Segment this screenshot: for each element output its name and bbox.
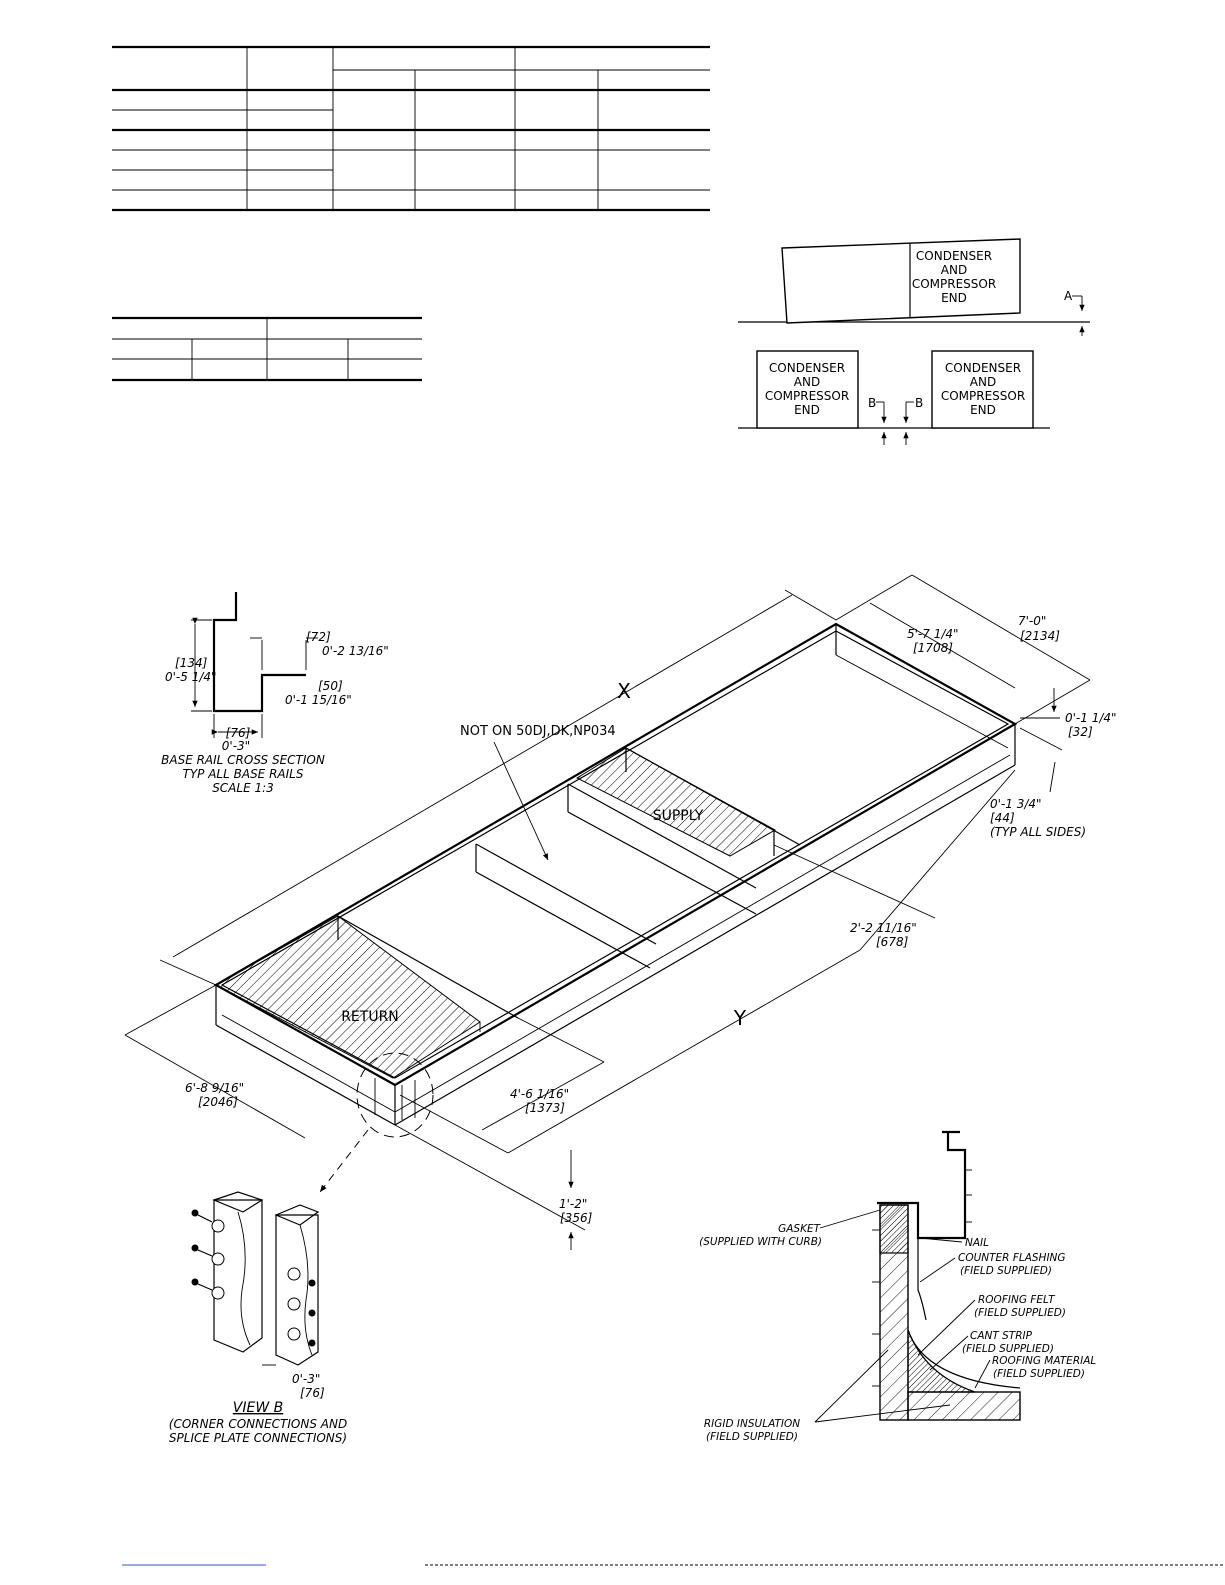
dim-32: [32] bbox=[1068, 725, 1093, 739]
x-dimension-label: X bbox=[617, 679, 631, 703]
cant-strip-note: (FIELD SUPPLIED) bbox=[962, 1343, 1054, 1355]
svg-text:COMPRESSOR: COMPRESSOR bbox=[765, 389, 849, 403]
counter-flashing-label: COUNTER FLASHING bbox=[958, 1252, 1066, 1264]
rail-height-mm: [134] bbox=[175, 656, 208, 670]
view-b-dim-3: 0'-3" bbox=[292, 1372, 320, 1386]
return-opening bbox=[214, 915, 481, 1079]
y-dimension-label: Y bbox=[733, 1006, 747, 1030]
svg-text:COMPRESSOR: COMPRESSOR bbox=[912, 277, 996, 291]
roofing-material-label: ROOFING MATERIAL bbox=[992, 1355, 1096, 1367]
svg-text:CONDENSER: CONDENSER bbox=[945, 361, 1021, 375]
supply-opening bbox=[575, 747, 777, 857]
dim-2134: [2134] bbox=[1020, 629, 1060, 643]
rail-50-mm: [50] bbox=[318, 679, 343, 693]
svg-text:END: END bbox=[794, 403, 820, 417]
slope-table bbox=[112, 316, 422, 382]
roof-curb-isometric: NOT ON 50DJ,DK,NP034 SUPPLY RETURN X Y 7… bbox=[124, 574, 1117, 1250]
dim-1-2: 1'-2" bbox=[559, 1197, 587, 1211]
return-label: RETURN bbox=[341, 1009, 399, 1025]
view-b-dim-76: [76] bbox=[300, 1386, 325, 1400]
base-rail-caption-3: SCALE 1:3 bbox=[212, 781, 274, 795]
svg-text:AND: AND bbox=[941, 263, 967, 277]
svg-text:CONDENSER: CONDENSER bbox=[916, 249, 992, 263]
rail-50-ft: 0'-1 15/16" bbox=[285, 693, 352, 707]
bolt-icon bbox=[191, 1209, 316, 1347]
dim-2046: [2046] bbox=[198, 1095, 238, 1109]
top-box-label: CONDENSER AND COMPRESSOR END bbox=[912, 249, 996, 305]
base-rail-cross-section: [134] 0'-5 1/4" [72] 0'-2 13/16" [50] 0'… bbox=[161, 592, 389, 795]
gasket-label: GASKET bbox=[778, 1223, 822, 1235]
svg-text:COMPRESSOR: COMPRESSOR bbox=[941, 389, 1025, 403]
dim-678: [678] bbox=[876, 935, 909, 949]
dim-356: [356] bbox=[560, 1211, 593, 1225]
roofing-felt-note: (FIELD SUPPLIED) bbox=[974, 1307, 1066, 1319]
dim-b-right-label: B bbox=[915, 396, 923, 410]
typ-all-sides: (TYP ALL SIDES) bbox=[990, 825, 1086, 839]
dim-b-left-label: B bbox=[868, 396, 876, 410]
roofing-material-note: (FIELD SUPPLIED) bbox=[993, 1368, 1085, 1380]
dim-a-label: A bbox=[1064, 289, 1073, 303]
left-box-label: CONDENSER AND COMPRESSOR END bbox=[765, 361, 849, 417]
dim-1708: [1708] bbox=[913, 641, 953, 655]
rigid-insulation-label: RIGID INSULATION bbox=[704, 1418, 800, 1430]
view-b-detail: 0'-3" [76] VIEW B (CORNER CONNECTIONS AN… bbox=[169, 1191, 347, 1445]
dim-0-1-1-4: 0'-1 1/4" bbox=[1065, 711, 1117, 725]
right-box-label: CONDENSER AND COMPRESSOR END bbox=[941, 361, 1025, 417]
dim-2-2: 2'-2 11/16" bbox=[850, 921, 917, 935]
nail-label: NAIL bbox=[965, 1237, 989, 1249]
dim-7-0: 7'-0" bbox=[1018, 614, 1046, 628]
dim-0-1-3-4: 0'-1 3/4" bbox=[990, 797, 1042, 811]
dim-6-8: 6'-8 9/16" bbox=[185, 1081, 244, 1095]
view-b-title: VIEW B bbox=[233, 1400, 283, 1416]
curb-dimension-table bbox=[112, 45, 710, 212]
cant-strip-label: CANT STRIP bbox=[970, 1330, 1033, 1342]
view-b-caption-1: (CORNER CONNECTIONS AND bbox=[169, 1417, 347, 1431]
svg-text:END: END bbox=[941, 291, 967, 305]
roofing-felt-label: ROOFING FELT bbox=[978, 1294, 1056, 1306]
rail-72-mm: [72] bbox=[306, 630, 331, 644]
rail-72-ft: 0'-2 13/16" bbox=[322, 644, 389, 658]
unit-slope-diagram: CONDENSER AND COMPRESSOR END A CONDENSER… bbox=[738, 238, 1090, 445]
svg-text:END: END bbox=[970, 403, 996, 417]
view-b-caption-2: SPLICE PLATE CONNECTIONS) bbox=[169, 1431, 347, 1445]
counter-flashing-note: (FIELD SUPPLIED) bbox=[960, 1265, 1052, 1277]
base-rail-caption-2: TYP ALL BASE RAILS bbox=[183, 767, 304, 781]
dim-44: [44] bbox=[990, 811, 1015, 825]
svg-text:AND: AND bbox=[794, 375, 820, 389]
dim-4-6: 4'-6 1/16" bbox=[510, 1087, 569, 1101]
dim-5-7: 5'-7 1/4" bbox=[907, 627, 959, 641]
base-rail-caption-1: BASE RAIL CROSS SECTION bbox=[161, 753, 325, 767]
svg-text:CONDENSER: CONDENSER bbox=[769, 361, 845, 375]
dim-1373: [1373] bbox=[525, 1101, 565, 1115]
flashing-detail: GASKET (SUPPLIED WITH CURB) NAIL COUNTER… bbox=[699, 1130, 1096, 1443]
supply-label: SUPPLY bbox=[653, 808, 704, 824]
not-on-note: NOT ON 50DJ,DK,NP034 bbox=[460, 724, 616, 739]
gasket-note: (SUPPLIED WITH CURB) bbox=[699, 1236, 822, 1248]
rigid-insulation-note: (FIELD SUPPLIED) bbox=[706, 1431, 798, 1443]
rail-76-ft: 0'-3" bbox=[222, 739, 250, 753]
rail-76-mm: [76] bbox=[226, 726, 251, 740]
rail-height-ft: 0'-5 1/4" bbox=[165, 670, 217, 684]
svg-text:AND: AND bbox=[970, 375, 996, 389]
